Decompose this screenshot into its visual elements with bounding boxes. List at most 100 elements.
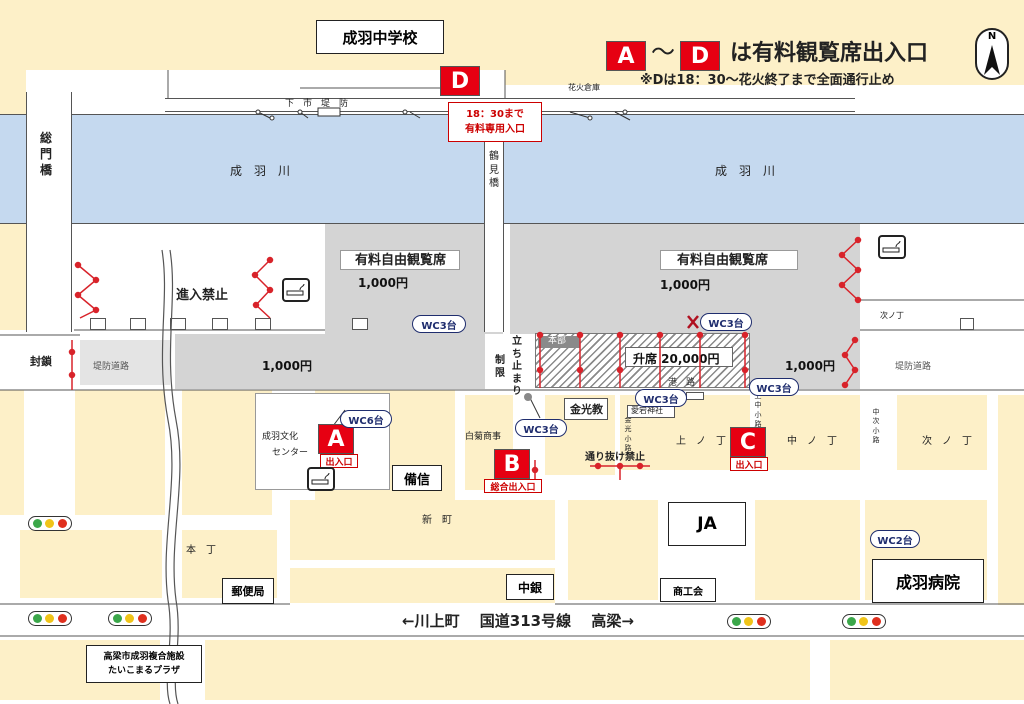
cigarette-icon	[311, 472, 330, 485]
smoking-area-3	[307, 467, 335, 491]
teibo-road-left	[80, 340, 170, 385]
shimo-levee-label: 下 市 堤 防	[285, 99, 349, 109]
aitaku-label: 愛宕神社	[631, 406, 663, 415]
paid-strip-left	[175, 334, 485, 389]
paid-area-right	[510, 224, 860, 334]
hospital-building: 成羽病院	[872, 559, 984, 603]
block-sw0	[0, 390, 24, 515]
wc-1: WC3台	[412, 315, 466, 333]
block-north-right	[505, 0, 1024, 85]
konkokyo-label: 金光教	[570, 403, 603, 416]
title-gate-d: D	[680, 41, 720, 71]
block-naka	[760, 395, 860, 470]
konko-koji-label: 金光小路	[624, 416, 632, 453]
gate-d-marker: D	[440, 66, 480, 96]
seating-right-title: 有料自由観覧席	[677, 253, 769, 268]
teibo-left-label: 堤防道路	[93, 362, 130, 372]
ja-building: JA	[668, 502, 746, 546]
somon-bridge-label: 総門橋	[40, 131, 53, 178]
traffic-light-icon	[28, 516, 72, 531]
paid-area-left	[325, 224, 503, 334]
shinmachi-label: 新 町	[422, 515, 452, 526]
strip-right-price: 1,000円	[785, 359, 835, 373]
school-building: 成羽中学校	[316, 20, 444, 54]
small-hut	[686, 392, 704, 400]
culture-center-label-b: センター	[272, 448, 309, 458]
gate-c-tag: 出入口	[730, 457, 768, 471]
standing-zone	[485, 336, 535, 392]
complex-line1: 高梁市成羽複合施設	[103, 652, 185, 662]
wc-2: WC3台	[700, 313, 752, 331]
masu-label-box	[625, 347, 733, 367]
teibo-right-label: 堤防道路	[895, 362, 932, 372]
river-label-left: 成 羽 川	[230, 164, 291, 178]
nakanocho-label: 中 ノ 丁	[787, 436, 837, 447]
fusa-label: 封鎖	[30, 355, 52, 368]
tsurumi-bridge	[484, 112, 504, 332]
masu-price-label: 升席 20,000円	[633, 352, 720, 366]
gate-d-note-line1: 18：30まで	[466, 109, 524, 120]
honbu-label: 本部	[548, 336, 567, 346]
block-east	[755, 500, 860, 600]
river-label-right: 成 羽 川	[715, 164, 776, 178]
cigarette-icon	[286, 283, 305, 296]
minato-label: 港 路	[668, 378, 696, 388]
traffic-light-icon	[727, 614, 771, 629]
seating-right-price: 1,000円	[660, 278, 710, 292]
gate-c-marker: C	[730, 427, 766, 457]
strip-left-price: 1,000円	[262, 359, 312, 373]
naka-koji-label: 中次小路	[872, 408, 880, 445]
seating-left-title: 有料自由観覧席	[355, 253, 447, 268]
seating-right-title-box	[660, 250, 798, 270]
no-through-label: 通り抜け禁止	[585, 452, 645, 463]
route-313-label: ←川上町 国道313号線 高梁→	[402, 612, 634, 630]
bishin-building: 備信	[392, 465, 442, 491]
seating-left-price: 1,000円	[358, 276, 408, 290]
block-tsugi	[897, 395, 987, 470]
hanabi-storage-label: 花火倉庫	[568, 83, 600, 92]
standing-label: 立ち止まり	[512, 336, 522, 397]
smoking-area-1	[282, 278, 310, 302]
gate-d-note: 18：30まで 有料専用入口	[448, 102, 542, 142]
block-center	[568, 500, 658, 600]
honcho-label: 本 丁	[186, 545, 216, 556]
cigarette-icon	[882, 240, 901, 253]
kami-koji-label: 上中小路	[754, 392, 762, 429]
block-far-east	[998, 395, 1024, 605]
gate-b-tag: 総合出入口	[484, 479, 542, 493]
block-sw1	[75, 390, 165, 515]
tsurumi-bridge-label: 鶴見橋	[489, 151, 499, 189]
culture-center-label-a: 成羽文化	[262, 432, 299, 442]
gate-a-marker: A	[318, 424, 354, 454]
honbu-box	[538, 336, 580, 348]
seating-left-title-box	[340, 250, 460, 270]
title-tilde: 〜	[651, 38, 675, 66]
traffic-light-icon	[108, 611, 152, 626]
traffic-light-icon	[28, 611, 72, 626]
tsugino-label: 次ノ丁	[880, 311, 904, 320]
tsuginocho-label: 次 ノ 丁	[922, 436, 972, 447]
block-south-east	[830, 640, 1024, 700]
somon-bridge	[26, 92, 72, 332]
shokokai-building: 商工会	[660, 578, 716, 602]
block-honcho-west	[20, 530, 162, 598]
compass: N	[975, 28, 1009, 80]
north-arrow-icon	[984, 45, 1000, 75]
konkokyo-box	[564, 398, 608, 420]
compass-label: N	[987, 31, 997, 42]
no-entry-label: 進入禁止	[176, 288, 229, 303]
wc-4: WC3台	[749, 378, 799, 396]
kaminocho-label: 上 ノ 丁	[676, 436, 726, 447]
complex-building: 高梁市成羽複合施設 たいこまるプラザ	[86, 645, 202, 683]
shiragiku-label: 白菊商事	[465, 432, 502, 442]
wc-7: WC2台	[870, 530, 920, 548]
gate-b-marker: B	[494, 449, 530, 479]
title-text: は有料観覧席出入口	[730, 41, 929, 66]
wc-6: WC3台	[515, 419, 567, 437]
complex-line2: たいこまるプラザ	[107, 666, 180, 676]
chugin-building: 中銀	[506, 574, 554, 600]
title-gate-a: A	[606, 41, 646, 71]
wc-5: WC6台	[340, 410, 392, 428]
